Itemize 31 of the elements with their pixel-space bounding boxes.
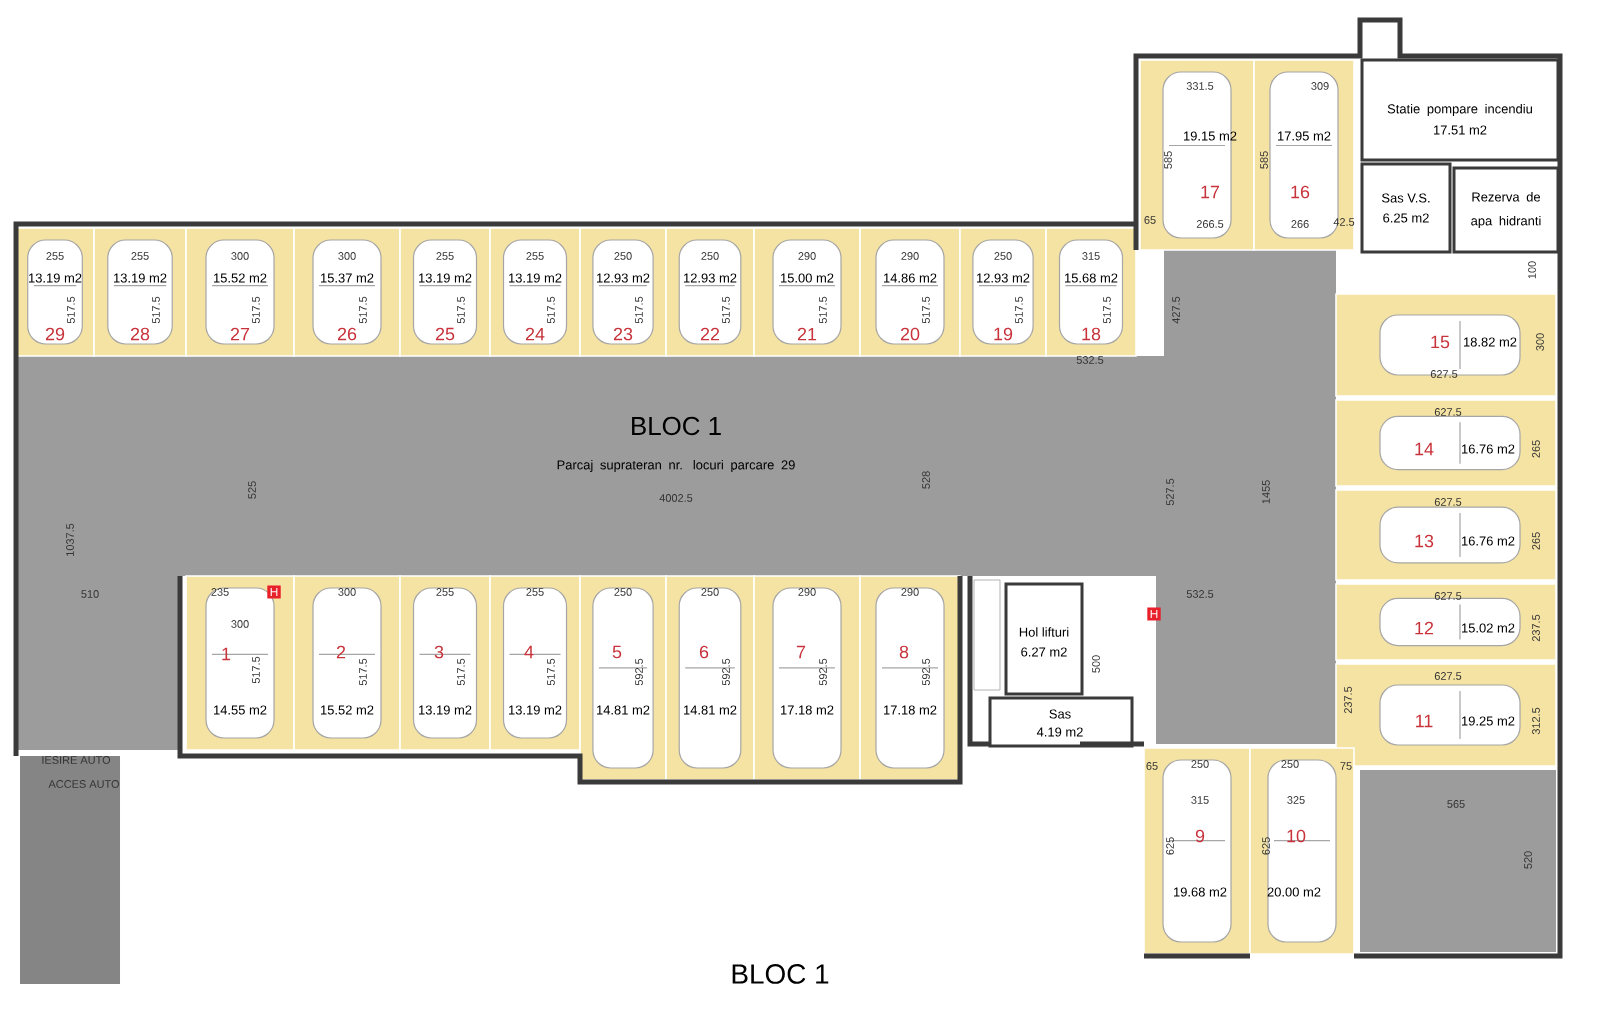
space-number: 12 <box>1415 621 1434 635</box>
space-number: 5 <box>612 645 622 659</box>
space-number: 27 <box>230 327 250 341</box>
space-number: 29 <box>45 327 65 341</box>
space-number: 18 <box>1082 327 1101 341</box>
space-number: 28 <box>130 327 150 341</box>
space-number: 13 <box>1415 534 1434 548</box>
space-number: 23 <box>613 327 633 341</box>
space-number: 1 <box>222 647 231 661</box>
space-number: 15 <box>1431 335 1450 349</box>
space-number: 19 <box>994 327 1013 341</box>
space-number: 7 <box>796 645 806 659</box>
space-number: 16 <box>1291 185 1310 199</box>
space-number: 8 <box>899 645 909 659</box>
block-title: BLOC 1 <box>632 416 721 436</box>
space-number: 3 <box>434 645 444 659</box>
space-number: 14 <box>1415 442 1434 456</box>
space-number: 11 <box>1416 714 1433 728</box>
space-number: 4 <box>524 645 534 659</box>
space-number: 22 <box>700 327 720 341</box>
space-number: 17 <box>1201 185 1220 199</box>
space-number: 25 <box>435 327 455 341</box>
space-number: 6 <box>699 645 709 659</box>
space-number: 20 <box>900 327 920 341</box>
space-number: 2 <box>336 645 346 659</box>
space-number: 24 <box>525 327 545 341</box>
space-number: 21 <box>797 327 817 341</box>
block-title: BLOC 1 <box>732 964 829 984</box>
space-number: 26 <box>337 327 357 341</box>
space-number: 9 <box>1195 829 1205 843</box>
space-number: 10 <box>1287 829 1306 843</box>
